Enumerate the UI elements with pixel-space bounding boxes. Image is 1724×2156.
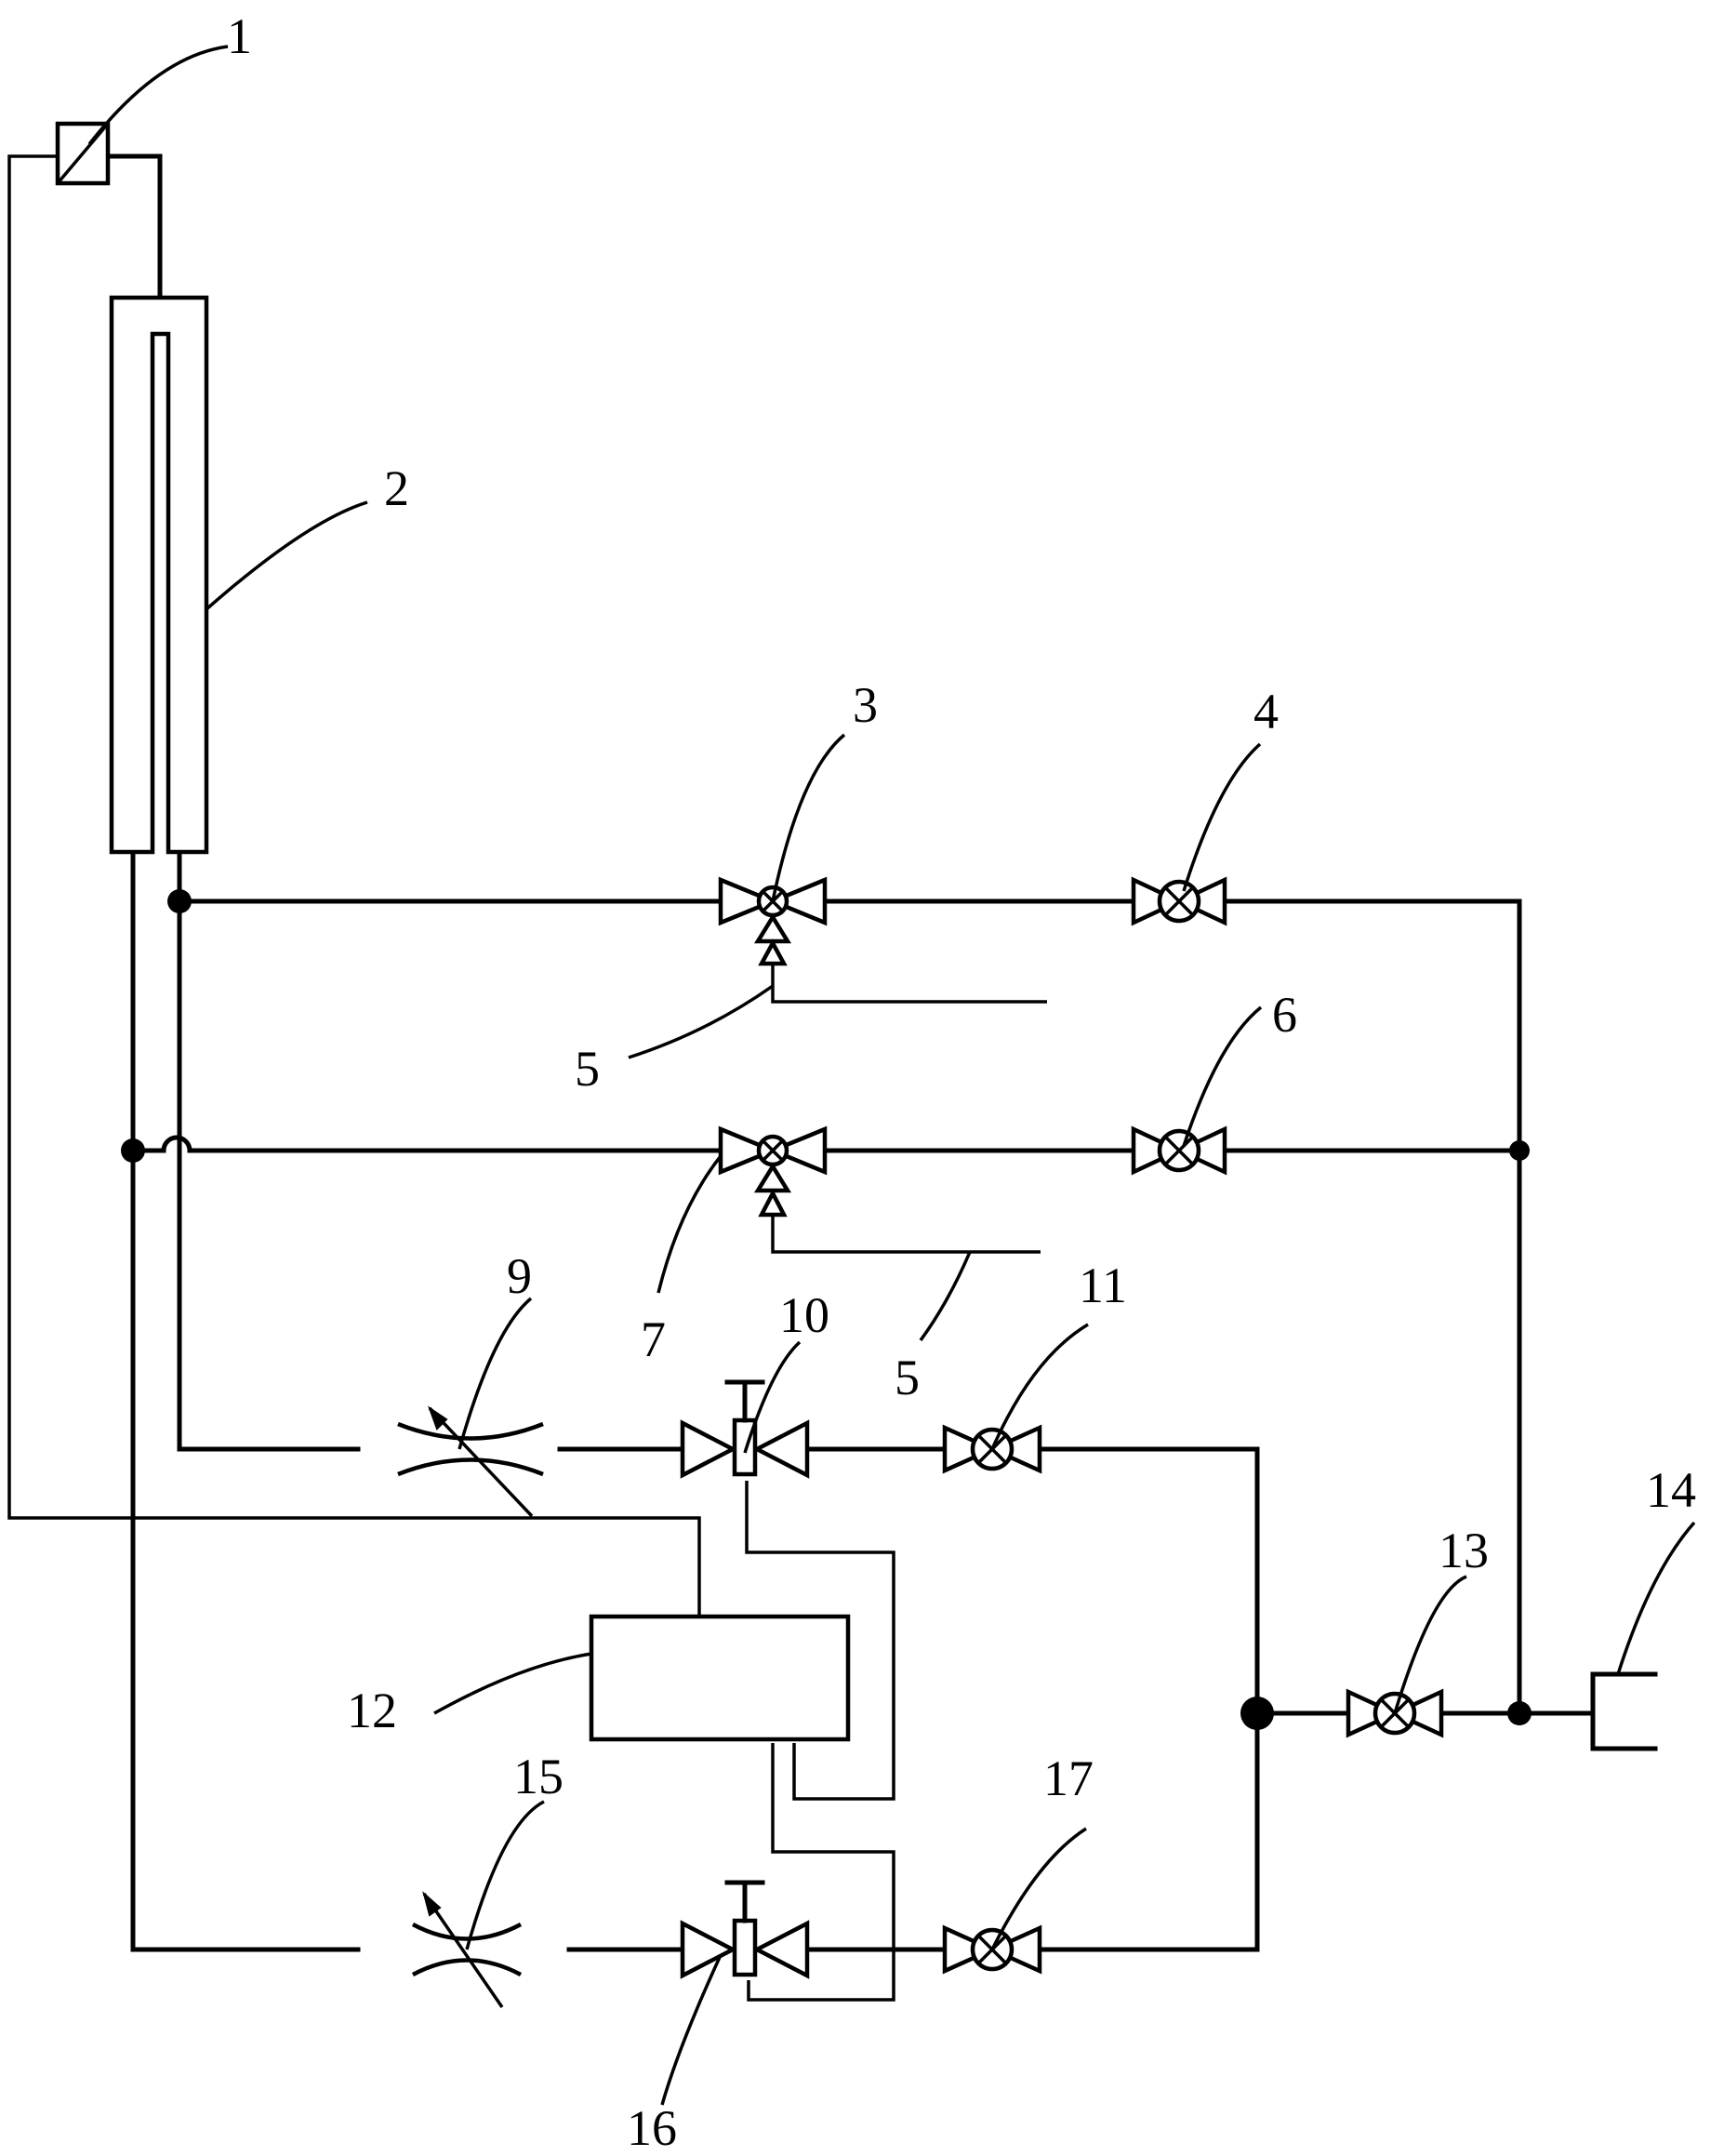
- label-4: 4: [1253, 684, 1279, 739]
- solenoid-valve-3: [721, 880, 825, 964]
- leader-lines: [89, 47, 1694, 2105]
- junction-dot: [121, 1138, 145, 1163]
- pipe-branch-top: [179, 901, 1519, 1713]
- junction-dot: [1507, 1701, 1532, 1725]
- leader-16: [662, 1955, 721, 2105]
- label-15: 15: [513, 1749, 564, 1804]
- valve-6: [1134, 1129, 1225, 1172]
- pipe-left-leg: [133, 852, 358, 1950]
- junction-dot: [1509, 1140, 1530, 1161]
- label-5a: 5: [575, 1041, 600, 1097]
- leader-3: [773, 735, 844, 901]
- label-16: 16: [627, 2100, 677, 2156]
- pipe-1-to-2: [108, 156, 160, 298]
- leader-4: [1184, 744, 1260, 891]
- pilot-line-valve-3: [773, 964, 1047, 1002]
- pilot-line-valve-7: [773, 1215, 1041, 1252]
- label-5b: 5: [895, 1350, 920, 1405]
- label-13: 13: [1439, 1523, 1489, 1578]
- outlet-14: [1593, 1674, 1655, 1749]
- label-11: 11: [1079, 1258, 1127, 1313]
- leader-12: [434, 1654, 591, 1713]
- junction-dot: [1240, 1697, 1274, 1730]
- callout-labels: 1 2 3 4 5 6 7 5 9 10 11 12 13 14 15 16 1…: [227, 8, 1696, 2156]
- label-14: 14: [1646, 1462, 1696, 1518]
- label-12: 12: [347, 1683, 397, 1738]
- solenoid-valve-7: [721, 1129, 825, 1215]
- label-7: 7: [641, 1311, 666, 1367]
- label-1: 1: [227, 8, 252, 64]
- leader-5b: [921, 1252, 970, 1340]
- label-6: 6: [1272, 987, 1297, 1043]
- label-9: 9: [507, 1248, 532, 1304]
- heat-exchanger-2: [112, 298, 206, 852]
- leader-7: [658, 1156, 721, 1293]
- control-valve-10: [683, 1382, 807, 1475]
- leader-1: [89, 47, 228, 144]
- label-10: 10: [779, 1287, 829, 1343]
- control-valve-16: [683, 1883, 807, 1976]
- label-2: 2: [384, 460, 409, 516]
- valve-4: [1134, 880, 1225, 923]
- throttle-valve-9: [398, 1408, 543, 1516]
- controller-12: [591, 1617, 848, 1739]
- leader-5a: [629, 986, 773, 1058]
- leader-14: [1618, 1523, 1694, 1674]
- leader-6: [1184, 1007, 1261, 1146]
- label-3: 3: [853, 677, 878, 733]
- label-17: 17: [1043, 1750, 1094, 1806]
- throttle-valve-15: [413, 1894, 521, 2007]
- control-line-valve-16: [749, 1743, 894, 2000]
- junction-dot: [167, 889, 192, 913]
- leader-2: [206, 502, 367, 609]
- leader-13: [1395, 1577, 1466, 1713]
